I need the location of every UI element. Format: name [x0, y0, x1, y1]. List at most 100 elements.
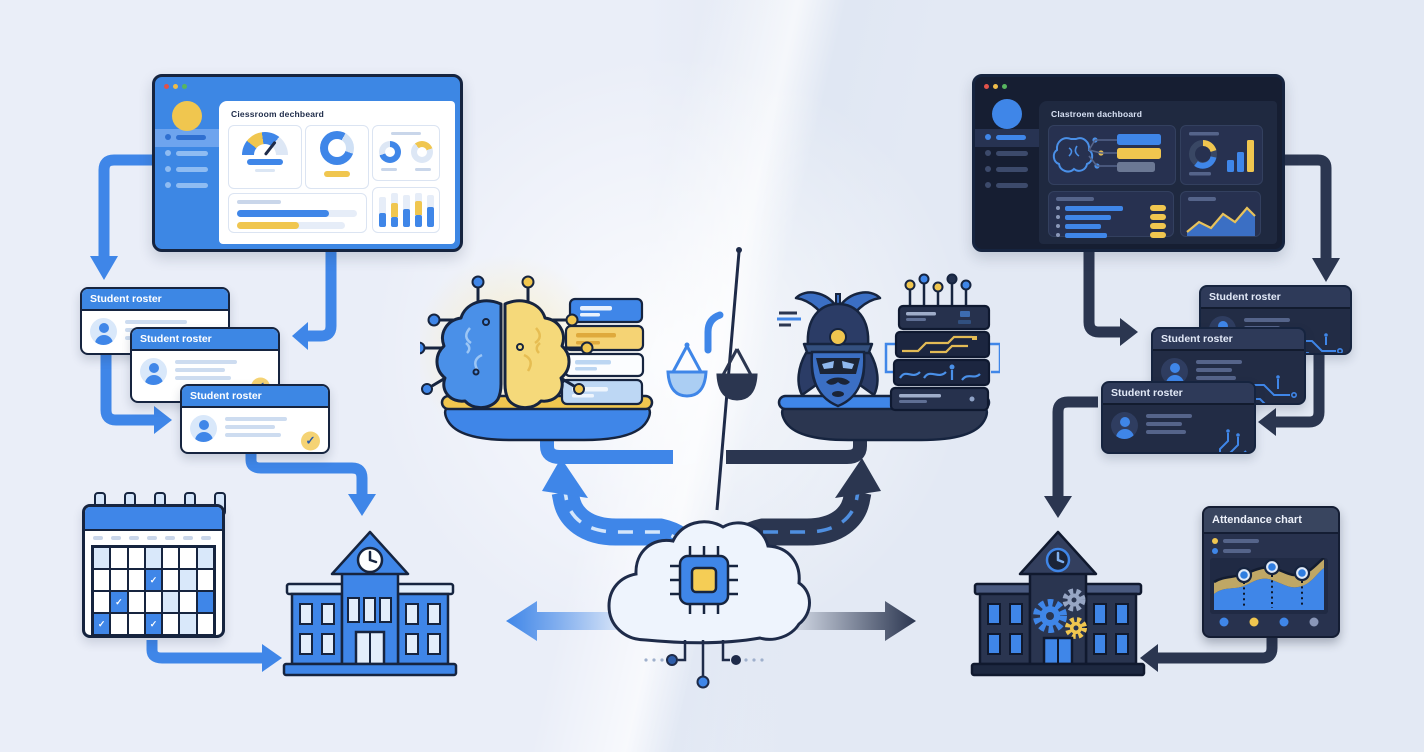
arrow-dashboard-to-roster1-right [1279, 154, 1340, 282]
student-roster-card-dark: Student roster [1151, 327, 1306, 405]
avatar [1111, 412, 1138, 439]
list-progress-panel [1048, 191, 1174, 238]
center-scene [420, 247, 1000, 689]
arrow-attendance-to-school-right [1140, 632, 1278, 672]
sidebar-item [155, 129, 219, 145]
checked-day: ✓ [110, 591, 128, 613]
gauge-chart [242, 132, 288, 156]
avatar [172, 101, 202, 131]
avatar [1161, 358, 1188, 385]
left-dashboard-window: Ciessroom dechbeard [152, 74, 463, 252]
line-chart-icon [1186, 205, 1256, 236]
bar [414, 193, 422, 227]
arrow-roster3-to-school-right [1044, 396, 1098, 518]
arrow-calendar-to-school-left [146, 640, 282, 672]
avatar [992, 99, 1022, 129]
circuit-nodes [644, 640, 764, 689]
close-icon [984, 84, 989, 89]
dashboard-content: Ciessroom dechbeard [219, 101, 455, 244]
cloud-chip-icon [607, 520, 811, 689]
scale-arm-right [726, 436, 867, 464]
close-icon [164, 84, 169, 89]
roster-title: Student roster [1103, 383, 1254, 405]
roster-title: Student roster [1153, 329, 1304, 351]
chip-icon [670, 546, 738, 614]
arrow-roster3-to-school-left [245, 451, 376, 516]
donut-bars-panel [1180, 125, 1263, 185]
bar [378, 197, 386, 227]
automated-school-building-icon [970, 530, 1146, 677]
sidebar-item [975, 145, 1039, 161]
mini-donut-chart [379, 141, 401, 163]
bar [390, 193, 398, 227]
window-controls [984, 84, 1007, 89]
student-roster-card: Student roster ✓ [180, 384, 330, 454]
sidebar-item [975, 177, 1039, 193]
attendance-chart-card: Attendance chart [1202, 506, 1340, 638]
balance-scale-icon-dark [716, 348, 758, 401]
checked-day: ✓ [144, 569, 163, 591]
brain-network-panel [1048, 125, 1176, 185]
maximize-icon [1002, 84, 1007, 89]
legend-item [1212, 538, 1338, 544]
maximize-icon [182, 84, 187, 89]
fade-arrow-left [506, 601, 640, 641]
arrow-dashboard-to-roster2-left [292, 246, 337, 350]
progress-bar [237, 222, 345, 229]
school-building-icon [282, 530, 458, 677]
right-dashboard-window: Clastroem dachboard [972, 74, 1285, 252]
avatar [90, 318, 117, 345]
circuit-icon [1250, 375, 1297, 403]
gauge-panel [228, 125, 302, 189]
legend-item [1212, 548, 1338, 554]
circuit-icon [1219, 429, 1247, 452]
sidebar-item [155, 161, 219, 177]
area-chart [1210, 558, 1328, 627]
fade-arrow-right [782, 601, 916, 641]
roster-title: Student roster [82, 289, 228, 311]
checkmark-icon: ✓ [301, 431, 320, 451]
window-title: Ciessroom dechbeard [231, 109, 325, 119]
student-roster-card-dark: Student roster [1101, 381, 1256, 454]
student-roster-card: Student roster ✓ [130, 327, 280, 403]
calendar-header [85, 507, 222, 531]
donut-chart [320, 131, 354, 165]
avatar [190, 415, 217, 442]
progress-panel [228, 193, 367, 233]
bar [426, 195, 434, 227]
mini-donuts-panel [372, 125, 440, 181]
scale-hook [704, 311, 724, 354]
avatar [140, 358, 167, 385]
sidebar-item [975, 129, 1039, 145]
balance-scale-icon [666, 342, 708, 398]
arrow-roster1-to-roster3-right [1258, 354, 1325, 436]
sidebar-item [155, 177, 219, 193]
arrow-roster1-to-roster3-left [100, 354, 172, 434]
mini-donut-chart [411, 141, 433, 163]
ai-brain-icon [420, 275, 594, 409]
roster-title: Student roster [132, 329, 278, 351]
bar [402, 195, 410, 227]
checked-day: ✓ [93, 613, 111, 635]
brain-network-icon [1052, 134, 1161, 173]
minimize-icon [173, 84, 178, 89]
samurai-mask-icon [777, 291, 882, 408]
progress-bar [237, 210, 357, 217]
calendar-grid: ✓ ✓ ✓✓ [91, 545, 216, 635]
gears-icon [1033, 588, 1087, 639]
roster-title: Student roster [1201, 287, 1350, 309]
attendance-title: Attendance chart [1204, 508, 1338, 534]
dashboard-content: Clastroem dachboard [1039, 101, 1277, 244]
sidebar [975, 129, 1039, 193]
sidebar-item [155, 145, 219, 161]
line-chart-panel [1180, 191, 1261, 237]
minimize-icon [993, 84, 998, 89]
bar-chart-panel [372, 187, 440, 233]
arrow-dashboard-to-roster2-right [1083, 246, 1138, 346]
sidebar [155, 129, 219, 193]
donut-panel [305, 125, 369, 189]
window-controls [164, 84, 187, 89]
calendar-icon: ✓ ✓ ✓✓ [82, 492, 226, 642]
